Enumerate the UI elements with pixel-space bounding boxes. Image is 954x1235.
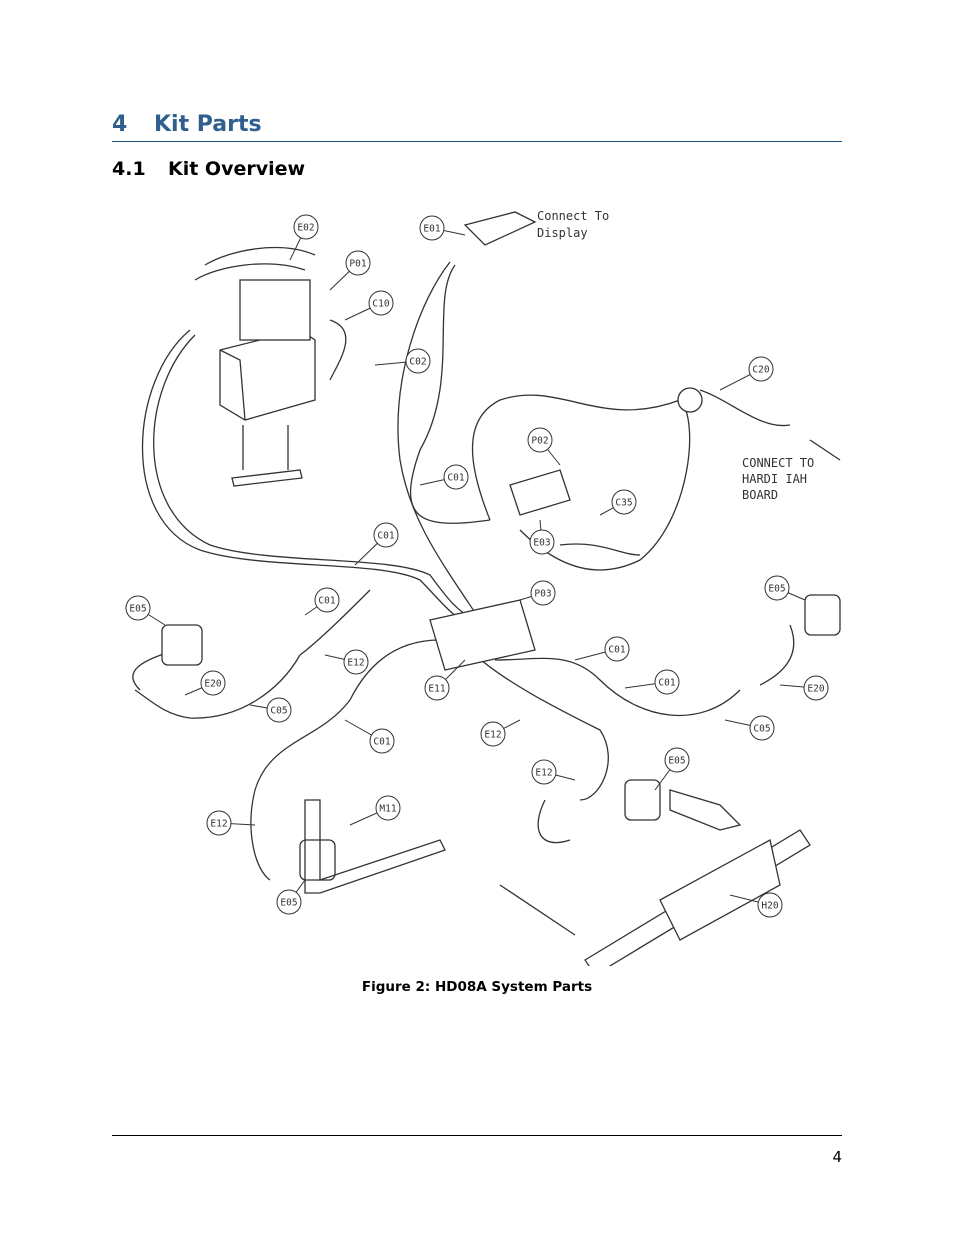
callout-label: E11 xyxy=(428,684,445,695)
callout-p02: P02 xyxy=(527,427,561,466)
callout-e11: E11 xyxy=(424,659,466,701)
callout-label: E12 xyxy=(484,730,501,741)
callout-e20: E20 xyxy=(184,670,226,696)
callout-h20: H20 xyxy=(729,892,783,918)
callout-label: M11 xyxy=(379,804,396,815)
callout-e12: E12 xyxy=(531,759,576,785)
callout-label: H20 xyxy=(761,901,778,912)
callout-c01: C01 xyxy=(344,719,395,754)
system-parts-diagram: Connect To Display CONNECT TO HARDI IAH … xyxy=(125,209,841,966)
callout-label: E02 xyxy=(297,223,314,234)
callout-label: E12 xyxy=(535,768,552,779)
callout-e05: E05 xyxy=(764,575,806,601)
callout-label: E20 xyxy=(807,684,824,695)
callout-e02: E02 xyxy=(289,214,319,261)
callout-label: C20 xyxy=(752,365,769,376)
callout-label: C01 xyxy=(373,737,390,748)
callout-c20: C20 xyxy=(719,356,774,391)
callout-label: C01 xyxy=(608,645,625,656)
callout-label: P02 xyxy=(531,436,548,447)
callout-c05: C05 xyxy=(249,697,292,723)
callout-label: E05 xyxy=(280,898,297,909)
footer-rule xyxy=(112,1135,842,1136)
display-note-line-2: Display xyxy=(537,226,588,240)
page-number: 4 xyxy=(832,1148,842,1166)
section-heading: 4 Kit Parts xyxy=(112,110,842,142)
callout-label: C01 xyxy=(318,596,335,607)
callout-label: E05 xyxy=(129,604,146,615)
callout-label: C10 xyxy=(372,299,389,310)
callout-c10: C10 xyxy=(344,290,394,321)
callout-label: E12 xyxy=(210,819,227,830)
callout-label: C05 xyxy=(753,724,770,735)
callout-label: C01 xyxy=(658,678,675,689)
section-title: Kit Parts xyxy=(154,112,262,137)
callout-c01: C01 xyxy=(354,522,399,566)
callout-e05: E05 xyxy=(125,595,166,626)
callout-label: C02 xyxy=(409,357,426,368)
section-number: 4 xyxy=(112,112,128,137)
callout-label: C35 xyxy=(615,498,632,509)
callout-label: E01 xyxy=(423,224,440,235)
callout-label: P01 xyxy=(349,259,366,270)
callout-label: C05 xyxy=(270,706,287,717)
callout-e12: E12 xyxy=(206,810,256,836)
board-note-line-2: HARDI IAH xyxy=(742,472,807,486)
callout-label: C01 xyxy=(447,473,464,484)
callout-e20: E20 xyxy=(779,675,829,701)
callout-e12: E12 xyxy=(324,649,369,675)
callout-label: E20 xyxy=(204,679,221,690)
display-note-line-1: Connect To xyxy=(537,209,609,223)
subsection-title: Kit Overview xyxy=(168,158,306,180)
callout-p03: P03 xyxy=(519,580,556,606)
callout-label: E03 xyxy=(533,538,550,549)
callout-c01: C01 xyxy=(419,464,469,490)
board-note-line-3: BOARD xyxy=(742,488,778,502)
figure-caption: Figure 2: HD08A System Parts xyxy=(361,979,593,995)
callout-label: P03 xyxy=(534,589,551,600)
callout-label: E05 xyxy=(768,584,785,595)
callout-e05: E05 xyxy=(276,879,306,915)
callout-c05: C05 xyxy=(724,715,775,741)
callout-c01: C01 xyxy=(574,636,630,662)
callout-m11: M11 xyxy=(349,795,401,826)
callout-e12: E12 xyxy=(480,719,521,747)
callout-e05: E05 xyxy=(654,747,690,791)
callout-c01: C01 xyxy=(304,587,340,616)
subsection-number: 4.1 xyxy=(112,158,146,180)
board-note-line-1: CONNECT TO xyxy=(742,456,814,470)
callout-label: E12 xyxy=(347,658,364,669)
callout-p01: P01 xyxy=(329,250,371,291)
callout-c02: C02 xyxy=(374,348,431,374)
callout-e03: E03 xyxy=(529,519,555,555)
callout-c01: C01 xyxy=(624,669,680,695)
callout-e01: E01 xyxy=(419,215,466,241)
callout-label: C01 xyxy=(377,531,394,542)
callout-c35: C35 xyxy=(599,489,637,516)
callout-label: E05 xyxy=(668,756,685,767)
